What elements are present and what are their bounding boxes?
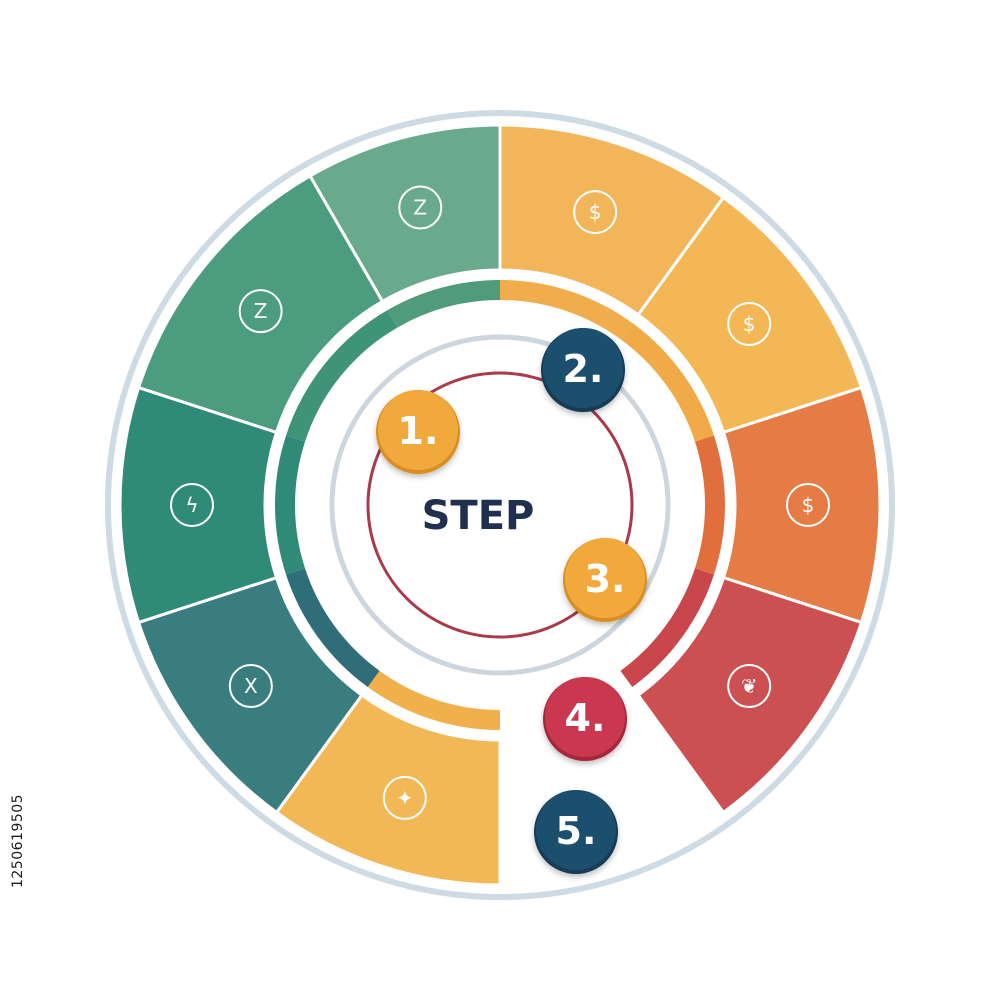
segment-5 (636, 575, 864, 815)
step-badge-1: 1. (376, 390, 460, 474)
dollar-icon: $ (786, 483, 830, 527)
svg-text:Z: Z (413, 195, 427, 219)
letter-z-icon: Z (238, 289, 283, 334)
svg-text:❦: ❦ (741, 674, 758, 698)
svg-text:ϟ: ϟ (185, 493, 198, 517)
inner-arc-8 (275, 435, 306, 575)
step-badge-label: 2. (563, 347, 604, 391)
inner-arc-1 (387, 280, 500, 328)
step-badge-label: 4. (565, 696, 606, 740)
inner-arc-3 (620, 322, 714, 442)
svg-text:$: $ (743, 312, 756, 336)
center-label: STEP (422, 493, 535, 539)
segment-group (118, 123, 882, 887)
inner-arc-4 (694, 435, 725, 575)
letter-x-icon: X (228, 664, 273, 709)
svg-text:$: $ (802, 493, 815, 517)
badge-group: 1. 2. 3. 4. 5. (376, 328, 647, 874)
inner-arc-7 (286, 568, 380, 688)
inner-arc-6 (367, 670, 500, 730)
step-badge-label: 3. (585, 557, 626, 601)
step-badge-label: 1. (398, 409, 439, 453)
leaf-icon: ❦ (727, 664, 772, 709)
inner-arc-5 (620, 568, 714, 688)
letter-z-icon: Z (398, 185, 443, 230)
step-badge-4: 4. (543, 677, 627, 761)
outer-ring (105, 110, 895, 900)
shield-icon: ✦ (382, 775, 427, 820)
svg-text:✦: ✦ (396, 786, 413, 810)
step-badge-3: 3. (563, 538, 647, 622)
dollar-icon: $ (727, 301, 772, 346)
svg-text:$: $ (589, 200, 602, 224)
dollar-icon: $ (573, 190, 618, 235)
inner-arc-9 (286, 310, 398, 442)
svg-text:X: X (244, 674, 258, 698)
side-stock-code: 1250619505 (10, 793, 26, 889)
inner-arc-group (275, 280, 725, 730)
inner-arc-2 (500, 280, 633, 340)
step-badge-label: 5. (556, 809, 597, 853)
segment-9 (136, 173, 385, 435)
icon-group: Z $ $ $ ❦ ✦ Xϟ Z (170, 185, 830, 820)
svg-text:Z: Z (254, 299, 268, 323)
inner-ring (329, 334, 671, 676)
step-badge-2: 2. (541, 328, 625, 412)
step-badge-5: 5. (534, 790, 618, 874)
lightning-icon: ϟ (170, 483, 214, 527)
